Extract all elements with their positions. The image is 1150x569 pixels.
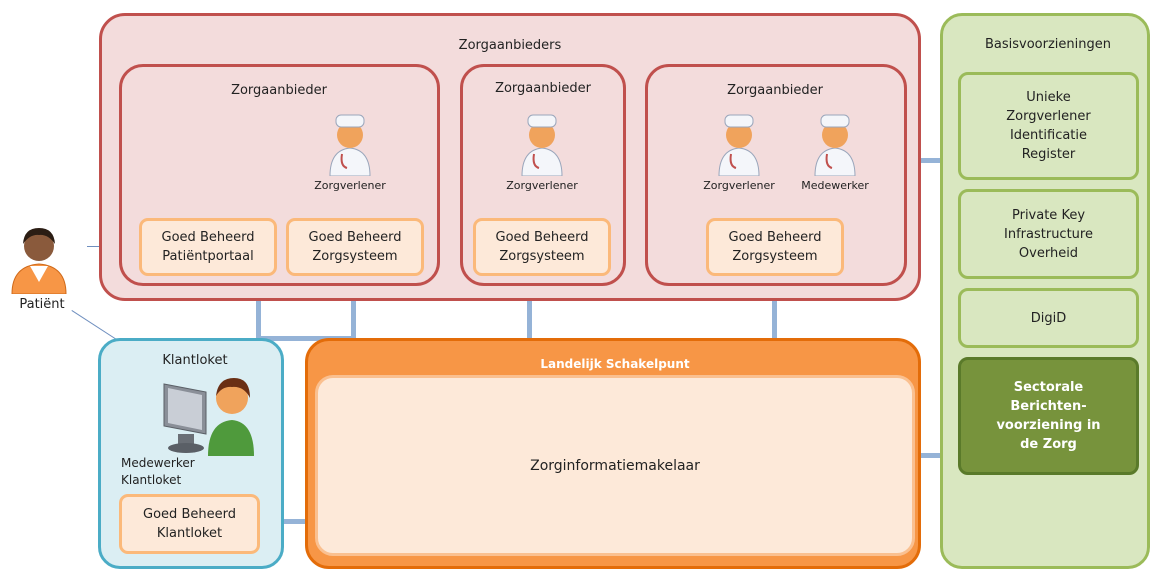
basisvoorzieningen-title: Basisvoorzieningen xyxy=(984,37,1111,52)
klantloket-box: Goed Beheerd Klantloket xyxy=(119,494,260,554)
patientportaal-box: Goed Beheerd Patiëntportaal xyxy=(139,218,277,276)
connector-lsp-basis xyxy=(918,453,944,458)
connector-portal-lsp xyxy=(256,280,261,340)
landelijk-schakelpunt-title: Landelijk Schakelpunt xyxy=(540,357,690,371)
medewerker-label: Medewerker xyxy=(801,179,869,192)
zorgsysteem-box: Goed Beheerd Zorgsysteem xyxy=(473,218,611,276)
patient-label: Patiënt xyxy=(19,297,65,312)
zorgsysteem-box: Goed Beheerd Zorgsysteem xyxy=(286,218,424,276)
medewerker-icon xyxy=(814,114,856,176)
connector-klantloket-zim xyxy=(258,519,318,524)
pki-overheid-box: Private Key Infrastructure Overheid xyxy=(958,189,1139,279)
doctor-icon xyxy=(521,114,563,176)
sectorale-berichtenvoorziening-box: Sectorale Berichten-voorziening in de Zo… xyxy=(958,357,1139,475)
zorgaanbieder-3-title: Zorgaanbieder xyxy=(727,83,823,98)
digid-box: DigiD xyxy=(958,288,1139,348)
connector-zorgsysteem1-lsp xyxy=(351,280,356,376)
uzi-register-box: Unieke Zorgverlener Identificatie Regist… xyxy=(958,72,1139,180)
zorgverlener-label: Zorgverlener xyxy=(703,179,775,192)
connector-zorgsysteem3-lsp xyxy=(772,280,777,376)
doctor-icon xyxy=(329,114,371,176)
patient-icon xyxy=(11,228,67,294)
zorgaanbieders-title: Zorgaanbieders xyxy=(458,38,562,53)
zorgaanbieder-2-title: Zorgaanbieder xyxy=(495,81,591,96)
klantloket-title: Klantloket xyxy=(162,353,228,368)
connector-zorgsysteem2-lsp xyxy=(527,280,532,376)
zorgverlener-label: Zorgverlener xyxy=(506,179,578,192)
zorginformatiemakelaar-box: Zorginformatiemakelaar xyxy=(315,375,915,556)
connector-zorgaanbieders-basis xyxy=(918,158,944,163)
medewerker-klantloket-label: Medewerker Klantloket xyxy=(121,456,195,487)
zorgverlener-label: Zorgverlener xyxy=(314,179,386,192)
computer-user-icon xyxy=(163,378,254,456)
connector-portal-lsp-h xyxy=(256,336,351,341)
zorgaanbieder-1-title: Zorgaanbieder xyxy=(231,83,327,98)
doctor-icon xyxy=(718,114,760,176)
zorgsysteem-box: Goed Beheerd Zorgsysteem xyxy=(706,218,844,276)
